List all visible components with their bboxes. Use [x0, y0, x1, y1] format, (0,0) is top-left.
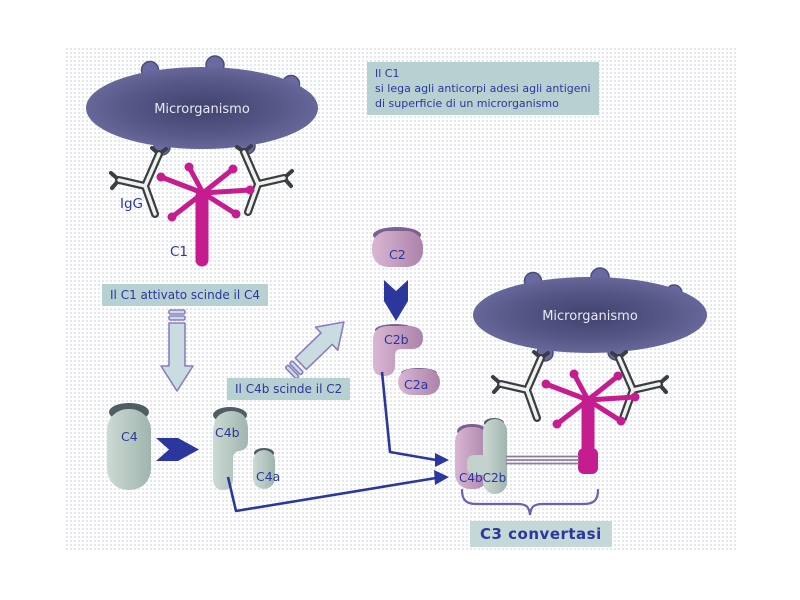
c4-label: C4 — [121, 429, 138, 444]
chevron-right-icon — [156, 438, 199, 461]
c4-blob: C4 — [107, 403, 151, 490]
c2b-label: C2b — [384, 332, 409, 347]
note-line: si lega agli anticorpi adesi agli antige… — [375, 82, 591, 95]
brace-icon — [460, 488, 600, 516]
c1-complex-icon — [157, 163, 255, 267]
connector-arrow-c4b — [226, 470, 449, 513]
c2-label: C2 — [389, 247, 406, 262]
arrow-diagonal-icon — [284, 321, 345, 380]
note-c1-binding: Il C1 si lega agli anticorpi adesi agli … — [367, 62, 599, 115]
note-line: Il C1 — [375, 67, 400, 80]
antibody-icon — [237, 146, 292, 212]
note-line: di superficie di un microrganismo — [375, 97, 559, 110]
c4b-label: C4b — [215, 425, 240, 440]
antibody-icon — [612, 352, 667, 418]
c4b-blob: C4b — [213, 407, 248, 490]
c4a-blob: C4a — [253, 448, 280, 489]
c4bc2b-complex: C4bC2b — [455, 418, 507, 494]
connector-arrow-c2b — [380, 371, 449, 467]
antibody-icon — [493, 352, 548, 418]
c1-complex-icon — [542, 370, 640, 474]
c1-label: C1 — [170, 244, 188, 260]
note-c1-cleaves-c4: Il C1 attivato scinde il C4 — [102, 284, 269, 306]
c4bc2b-label: C4bC2b — [459, 471, 506, 485]
c2a-blob: C2a — [398, 368, 440, 395]
microbe-1: Microrganismo — [86, 55, 318, 156]
arrow-down-icon — [160, 309, 194, 392]
c3-convertase-box: C3 convertasi — [470, 521, 612, 547]
c2a-label: C2a — [404, 377, 428, 392]
microbe-1-body — [86, 67, 318, 149]
c2b-blob: C2b — [373, 324, 423, 376]
microbe-2-label: Microrganismo — [542, 309, 638, 324]
microbe-2-body — [473, 277, 707, 353]
binding-lines — [506, 455, 579, 465]
microbe-2: Microrganismo — [473, 267, 707, 362]
c1-stem-foot — [578, 448, 598, 474]
igg-label: IgG — [120, 196, 143, 212]
chevron-down-icon — [384, 280, 408, 321]
c4a-label: C4a — [256, 469, 280, 484]
c2-blob: C2 — [372, 227, 423, 267]
microbe-1-label: Microrganismo — [154, 102, 250, 117]
note-c4b-cleaves-c2: Il C4b scinde il C2 — [227, 378, 351, 400]
